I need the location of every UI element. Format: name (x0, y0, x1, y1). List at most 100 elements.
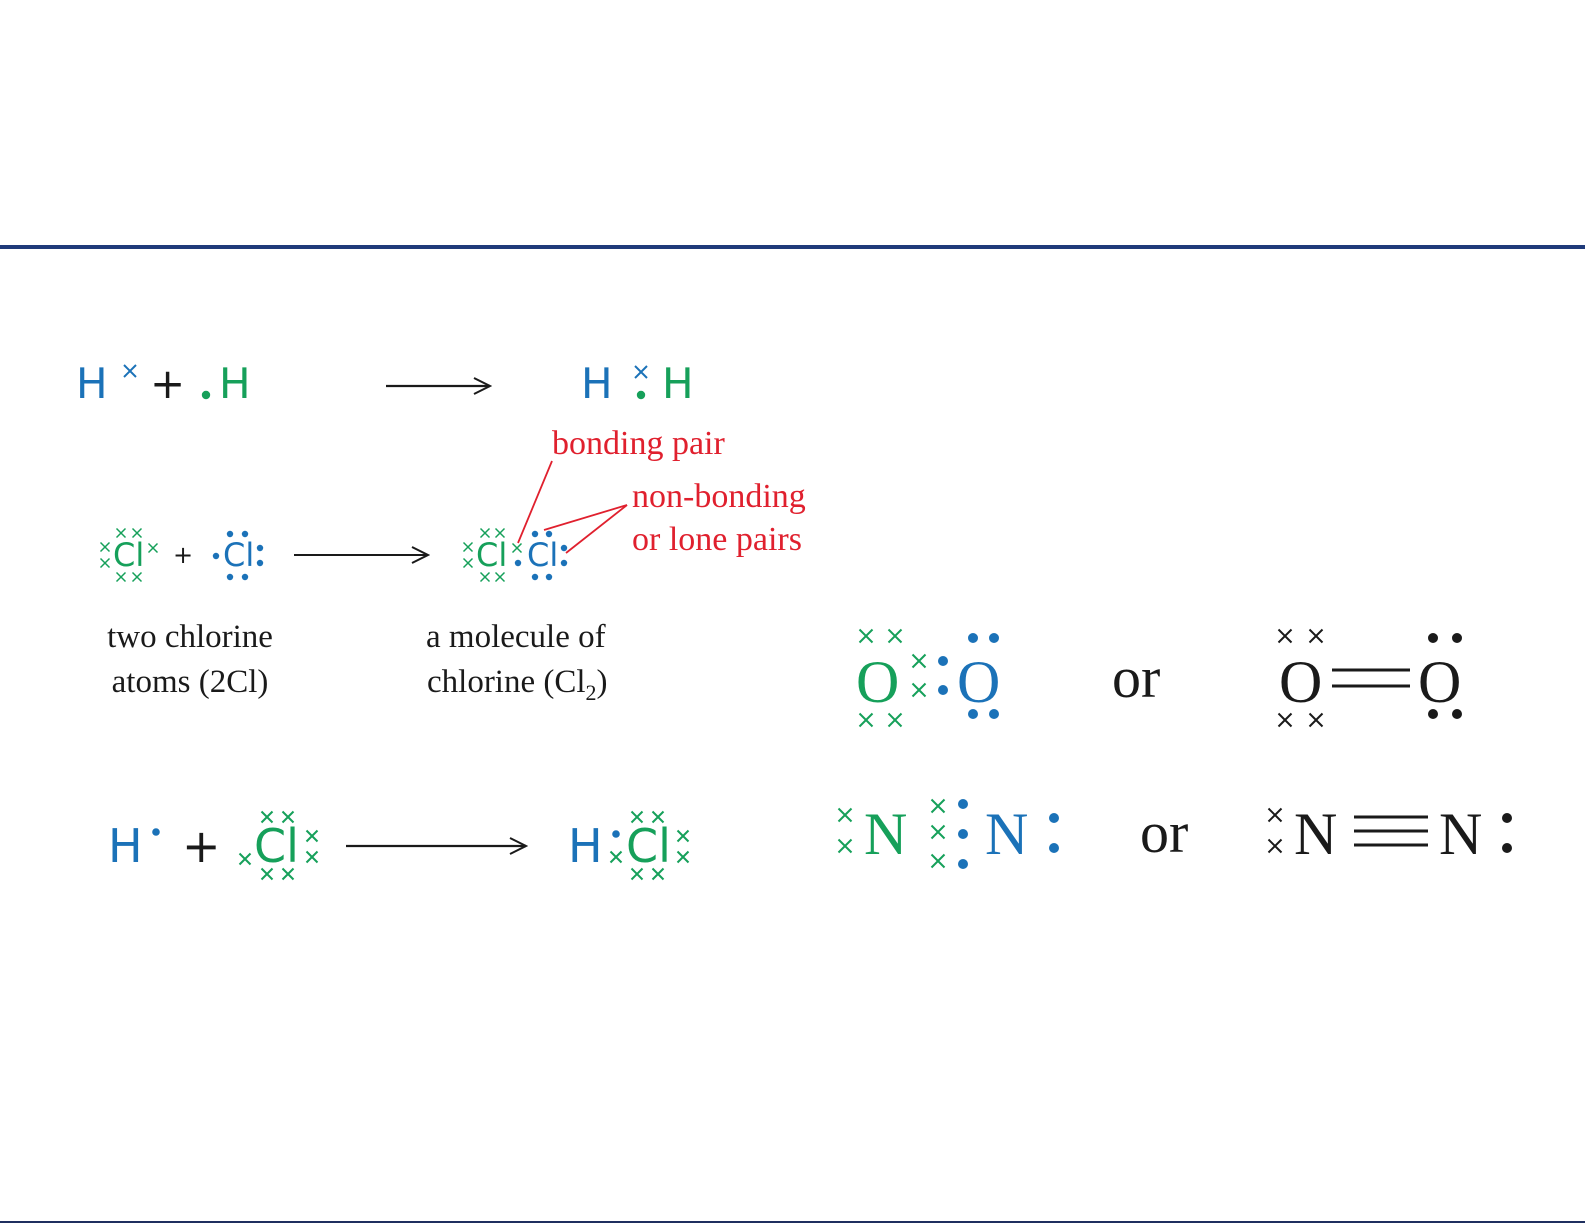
electron-dot-icon (1049, 843, 1059, 853)
bonding-pair-label: bonding pair (552, 425, 725, 462)
electron-dot-icon (257, 545, 263, 551)
electron-cross-icon (1310, 630, 1323, 643)
hcl-product-h: H (568, 819, 603, 873)
cl2-reactant-cl-2: Cl (223, 536, 254, 574)
n2-left-atom: N (864, 801, 907, 867)
hcl-product-cl: Cl (626, 819, 671, 873)
lone-pairs-label-line-2: or lone pairs (632, 521, 802, 558)
electron-dot-icon (561, 545, 567, 551)
h2-equation: H + H H H (76, 359, 694, 408)
electron-dot-icon (1428, 633, 1438, 643)
h2-product-h-left: H (581, 359, 613, 408)
n2-structure-right-atom: N (1439, 801, 1482, 867)
product-caption-line-1: a molecule of (426, 619, 606, 655)
o2-structure-right-atom: O (1418, 649, 1461, 715)
electron-dot-icon (532, 531, 538, 537)
electron-dot-icon (1502, 813, 1512, 823)
reactants-caption-line-2: atoms (2Cl) (112, 664, 269, 700)
electron-dot-icon (1502, 813, 1512, 853)
electron-cross-icon (913, 684, 926, 697)
electron-dot-icon (532, 574, 538, 580)
reactants-caption-line-1: two chlorine (107, 619, 273, 655)
electron-cross-icon (839, 809, 852, 822)
o2-structure-left-atom: O (1279, 649, 1322, 715)
electron-cross-icon (1269, 809, 1282, 853)
n2-right-atom: N (985, 801, 1028, 867)
electron-dot-icon (227, 531, 233, 537)
electron-dot-icon (1502, 843, 1512, 853)
electron-cross-icon (101, 559, 110, 568)
electron-cross-icon (1269, 809, 1282, 822)
hcl-equation: H + Cl H Cl (108, 812, 689, 880)
electron-cross-icon (611, 852, 622, 863)
electron-dot-icon (515, 560, 521, 566)
o2-right-atom: O (957, 649, 1000, 715)
electron-dot-icon (958, 799, 968, 809)
electron-dot-icon (1428, 709, 1438, 719)
electron-dot-icon (202, 391, 210, 399)
electron-dot-icon (1452, 633, 1462, 643)
product-caption-line-2: chlorine (Cl2) (427, 664, 608, 705)
electron-dot-icon (637, 391, 645, 399)
electron-cross-icon (860, 630, 873, 643)
electron-dot-icon (152, 828, 160, 836)
electron-dot-icon (242, 531, 248, 537)
electron-cross-icon (932, 855, 945, 868)
electron-dot-icon (938, 656, 948, 666)
hcl-reactant-cl: Cl (254, 819, 299, 873)
electron-cross-icon (932, 800, 945, 813)
electron-dot-icon (612, 830, 620, 838)
electron-cross-icon (889, 714, 902, 727)
electron-cross-icon (678, 852, 689, 863)
h2-reactant-h-left: H (76, 359, 108, 408)
electron-dot-icon (546, 574, 552, 580)
h2-product-h-right: H (662, 359, 694, 408)
h2-plus-sign: + (150, 359, 185, 408)
electron-cross-icon (932, 826, 945, 839)
electron-cross-icon (635, 366, 647, 378)
electron-cross-icon (1310, 714, 1323, 727)
electron-cross-icon (889, 630, 902, 643)
electron-dot-icon (989, 633, 999, 643)
cl2-plus-sign: + (173, 541, 193, 569)
electron-cross-icon (124, 365, 136, 377)
o2-or-word: or (1112, 645, 1160, 710)
n2-lewis: N N or N N (839, 799, 1513, 869)
electron-dot-icon (1452, 709, 1462, 719)
n2-structure-left-atom: N (1294, 801, 1337, 867)
cl2-reactant-cl-1: Cl (113, 536, 144, 574)
electron-cross-icon (124, 365, 136, 377)
cl2-equation: Cl + Cl Cl Cl bonding pair non-bonding o… (101, 425, 806, 705)
o2-left-atom: O (856, 649, 899, 715)
electron-cross-icon (149, 544, 158, 553)
electron-dot-icon (242, 574, 248, 580)
electron-cross-icon (464, 543, 473, 552)
electron-dot-icon (968, 633, 978, 643)
electron-cross-icon (464, 559, 473, 568)
electron-dot-icon (958, 829, 968, 839)
electron-cross-icon (101, 543, 110, 552)
electron-cross-icon (635, 366, 647, 378)
electron-cross-icon (1269, 840, 1282, 853)
electron-dot-icon (958, 859, 968, 869)
lone-pair-pointer (566, 505, 627, 553)
electron-cross-icon (839, 840, 852, 853)
electron-dot-icon (546, 531, 552, 537)
electron-cross-icon (678, 831, 689, 842)
electron-cross-icon (913, 655, 926, 668)
hcl-plus-sign: + (182, 819, 221, 873)
electron-cross-icon (240, 854, 251, 865)
electron-cross-icon (307, 852, 318, 863)
electron-cross-icon (1279, 630, 1292, 643)
electron-dot-icon (257, 560, 263, 566)
cl2-product-cl-2: Cl (527, 536, 558, 574)
electron-dot-icon (561, 560, 567, 566)
n2-or-word: or (1140, 800, 1188, 865)
cl2-product-cl-1: Cl (476, 536, 507, 574)
hcl-reactant-h: H (108, 819, 143, 873)
electron-dot-icon (938, 685, 948, 695)
electron-dot-icon (227, 574, 233, 580)
h2-reactant-h-right: H (219, 359, 251, 408)
electron-cross-icon (860, 714, 873, 727)
